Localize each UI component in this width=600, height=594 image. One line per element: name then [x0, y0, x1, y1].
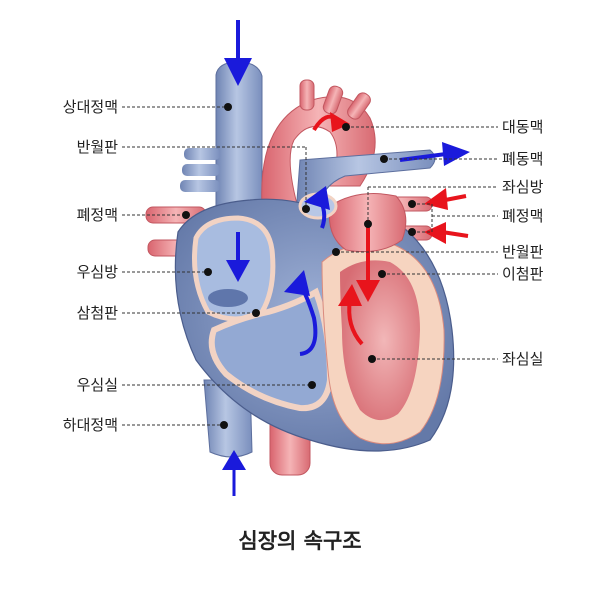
oxygen-poor-flow-arrows — [222, 20, 470, 496]
label-aorta: 대동맥 — [502, 118, 543, 136]
label-left-atrium: 좌심방 — [502, 178, 544, 196]
label-mitral-valve: 이첨판 — [502, 265, 544, 283]
label-pulmonary-valve: 반월판 — [77, 138, 119, 156]
aorta-branch-3 — [347, 92, 371, 120]
label-left-ventricle: 좌심실 — [502, 350, 543, 368]
label-tricuspid-valve: 삼첨판 — [77, 304, 119, 322]
label-pulmonary-artery: 폐동맥 — [502, 150, 543, 168]
right-atrium-opening — [208, 289, 248, 307]
label-right-ventricle: 우심실 — [77, 376, 118, 394]
aorta-branch-1 — [299, 79, 315, 111]
label-pulmonary-vein-left: 폐정맥 — [502, 207, 543, 225]
diagram-title: 심장의 속구조 — [238, 529, 361, 553]
label-aortic-valve: 반월판 — [502, 243, 544, 261]
label-inferior-vena-cava: 하대정맥 — [63, 416, 118, 434]
label-pulmonary-vein-right: 폐정맥 — [77, 206, 118, 224]
label-superior-vena-cava: 상대정맥 — [63, 98, 118, 116]
label-dots — [182, 103, 416, 429]
right-branch-vessel-2 — [182, 164, 220, 176]
right-branch-vessel-1 — [184, 148, 220, 160]
label-right-atrium: 우심방 — [77, 263, 119, 281]
left-ventricle-chamber — [340, 260, 420, 421]
right-branch-vessel-3 — [180, 180, 220, 192]
leader-lines — [122, 106, 498, 426]
aorta-branch-2 — [322, 85, 344, 115]
